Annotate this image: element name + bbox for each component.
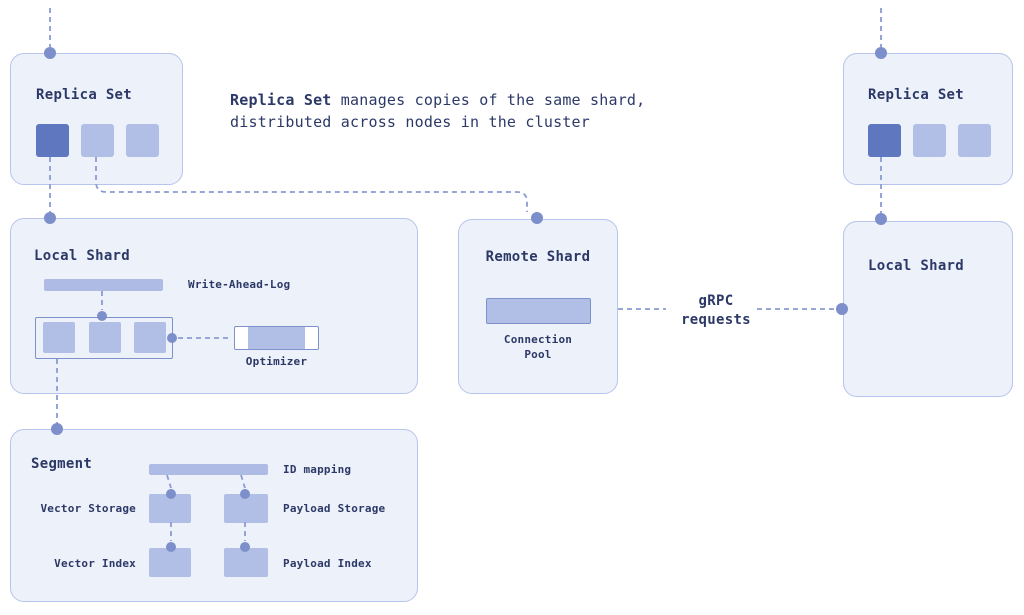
- replica-set-annotation: Replica Set manages copies of the same s…: [230, 89, 670, 133]
- vector-storage-label: Vector Storage: [40, 502, 136, 515]
- segments-container: [35, 317, 173, 359]
- payload-storage-shape: [224, 494, 268, 523]
- connection-pool-shape: [486, 298, 591, 324]
- local-shard-right-box: Local Shard: [843, 221, 1013, 397]
- payload-storage-label: Payload Storage: [283, 502, 386, 515]
- replica-set-left-title: Replica Set: [36, 87, 133, 103]
- replica-set-right-title: Replica Set: [868, 87, 965, 103]
- annotation-bold-term: Replica Set: [230, 91, 332, 109]
- grpc-label-line2: requests: [681, 312, 751, 328]
- write-ahead-log-label: Write-Ahead-Log: [188, 278, 291, 291]
- optimizer-fill: [248, 327, 305, 349]
- replica-shard-icon: [126, 124, 159, 157]
- write-ahead-log-bar: [44, 279, 163, 291]
- segment-box: Segment ID mapping Vector Storage Payloa…: [10, 429, 418, 602]
- replica-set-right-box: Replica Set: [843, 53, 1013, 185]
- annotation-line2: distributed across nodes in the cluster: [230, 113, 590, 131]
- id-mapping-label: ID mapping: [283, 463, 352, 476]
- remote-shard-title: Remote Shard: [485, 249, 591, 265]
- local-shard-left-title: Local Shard: [34, 248, 131, 264]
- replica-shard-icon: [958, 124, 991, 157]
- optimizer-label: Optimizer: [245, 355, 308, 368]
- local-shard-right-title: Local Shard: [868, 258, 965, 274]
- connection-pool-label-line1: Connection: [503, 333, 573, 346]
- annotation-line1: manages copies of the same shard,: [331, 91, 646, 109]
- replica-shard-icon: [81, 124, 114, 157]
- replica-shard-icon: [913, 124, 946, 157]
- segment-icon: [43, 322, 75, 353]
- vector-index-label: Vector Index: [54, 557, 136, 570]
- id-mapping-bar: [149, 464, 268, 475]
- optimizer-shape: [234, 326, 319, 350]
- local-shard-left-box: Local Shard Write-Ahead-Log Optimizer: [10, 218, 418, 394]
- segment-icon: [89, 322, 121, 353]
- replica-primary-shard-icon: [36, 124, 69, 157]
- payload-index-shape: [224, 548, 268, 577]
- connection-pool-label-line2: Pool: [524, 348, 552, 361]
- replica-set-left-box: Replica Set: [10, 53, 183, 185]
- replica-primary-shard-icon: [868, 124, 901, 157]
- vector-index-shape: [149, 548, 191, 577]
- segment-icon: [134, 322, 166, 353]
- grpc-label-line1: gRPC: [698, 293, 734, 309]
- grpc-requests-label: gRPC requests: [641, 292, 791, 330]
- payload-index-label: Payload Index: [283, 557, 372, 570]
- segment-title: Segment: [31, 456, 93, 472]
- vector-storage-shape: [149, 494, 191, 523]
